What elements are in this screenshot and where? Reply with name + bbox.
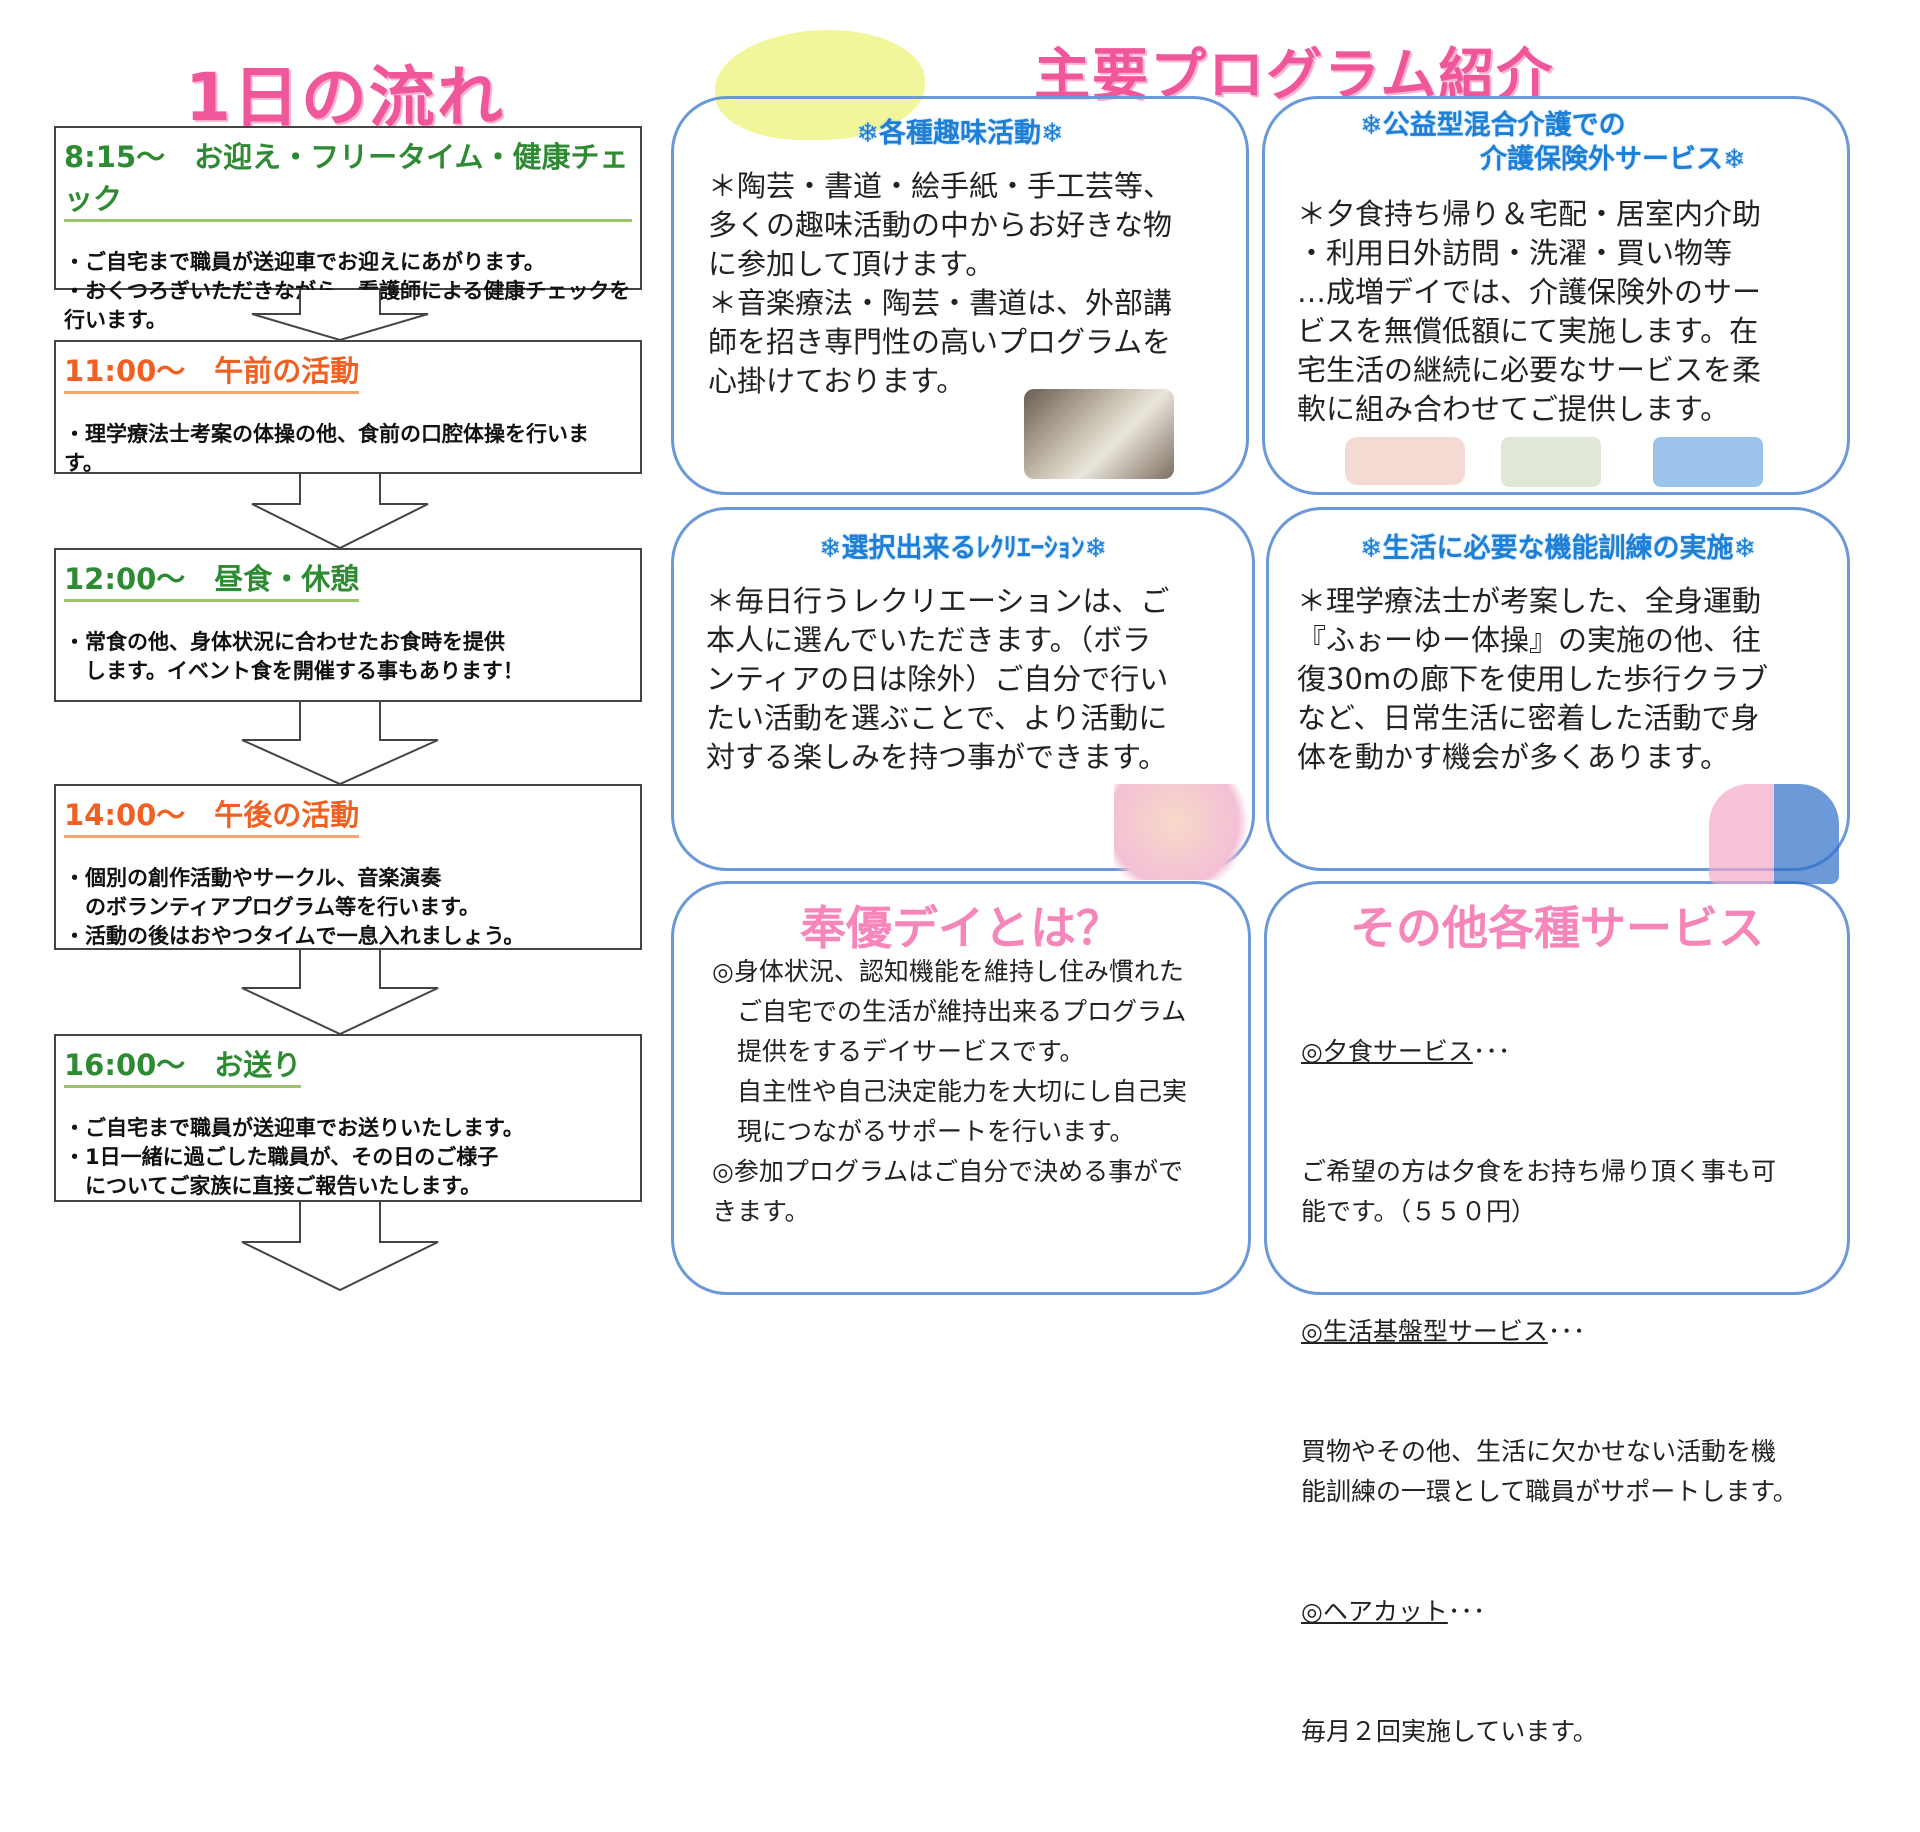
panel-heading: ❄各種趣味活動❄ — [856, 118, 1064, 149]
down-arrow-icon — [241, 702, 439, 786]
flow-step-1600: 16:00～ お送り ・ご自宅まで職員が送迎車でお送りいたします。 ・1日一緒に… — [54, 1034, 642, 1202]
calligraphy-photo — [1024, 389, 1174, 479]
panel-body: ＊夕食持ち帰り＆宅配・居室内介助 ・利用日外訪問・洗濯・買い物等 …成増デイでは… — [1297, 197, 1762, 426]
panel-about-day-service: 奉優デイとは？ ◎身体状況、認知機能を維持し住み慣れた ご自宅での生活が維持出来… — [671, 881, 1251, 1295]
panel-other-services: その他各種サービス ◎夕食サービス･･･ ご希望の方は夕食をお持ち帰り頂く事も可… — [1264, 881, 1850, 1746]
daily-flow-title: 1日の流れ — [185, 59, 505, 136]
seniors-illustration — [1114, 784, 1264, 880]
flow-step-1100: 11:00～ 午前の活動 ・理学療法士考案の体操の他、食前の口腔体操を行いま す… — [54, 340, 642, 475]
panel-title: 奉優デイとは？ — [800, 901, 1122, 955]
service-ellipsis: ･･･ — [1547, 1317, 1586, 1346]
step-body: ・個別の創作活動やサークル、音楽演奏 のボランティアプログラム等を行います。 ・… — [64, 866, 525, 948]
panel-functional-training: ❄生活に必要な機能訓練の実施❄ ＊理学療法士が考案した、全身運動 『ふぉーゆー体… — [1266, 507, 1850, 884]
flow-step-0815: 8:15～ お迎え・フリータイム・健康チェック ・ご自宅まで職員が送迎車でお迎え… — [54, 126, 642, 332]
services-list: ◎夕食サービス･･･ ご希望の方は夕食をお持ち帰り頂く事も可 能です。（５５０円… — [1301, 952, 1798, 1832]
step-heading: 14:00～ 午後の活動 — [64, 792, 360, 838]
service-name: ◎生活基盤型サービス — [1301, 1317, 1548, 1346]
step-heading: 16:00～ お送り — [64, 1042, 302, 1088]
panel-body: ＊理学療法士が考案した、全身運動 『ふぉーゆー体操』の実施の他、往 復30mの廊… — [1297, 584, 1769, 774]
service-desc: ご希望の方は夕食をお持ち帰り頂く事も可 能です。（５５０円） — [1301, 1157, 1777, 1226]
step-body: ・常食の他、身体状況に合わせたお食時を提供 します。イベント食を開催する事もあり… — [64, 630, 524, 683]
panel-body: ◎身体状況、認知機能を維持し住み慣れた ご自宅での生活が維持出来るプログラム 提… — [712, 957, 1188, 1226]
step-body: ・ご自宅まで職員が送迎車でお迎えにあがります。 ・おくつろぎいただきながら、看護… — [64, 250, 630, 332]
step-heading: 12:00～ 昼食・休憩 — [64, 556, 360, 602]
step-body: ・理学療法士考案の体操の他、食前の口腔体操を行いま す。 — [64, 422, 589, 475]
service-desc: 買物やその他、生活に欠かせない活動を機 能訓練の一環として職員がサポートします。 — [1301, 1437, 1798, 1506]
panel-non-insurance-services: ❄公益型混合介護での 介護保険外サービス❄ ＊夕食持ち帰り＆宅配・居室内介助 ・… — [1262, 96, 1850, 495]
flow-step-1400: 14:00～ 午後の活動 ・個別の創作活動やサークル、音楽演奏 のボランティアプ… — [54, 784, 642, 950]
panel-recreation: ❄選択出来るﾚｸﾘｴｰｼｮﾝ❄ ＊毎日行うレクリエーションは、ご 本人に選んでい… — [671, 507, 1264, 880]
step-heading: 8:15～ お迎え・フリータイム・健康チェック — [64, 134, 632, 222]
service-item: ◎夕食サービス･･･ — [1301, 1032, 1798, 1072]
service-name: ◎夕食サービス — [1301, 1037, 1473, 1066]
down-arrow-icon — [241, 950, 439, 1036]
down-arrow-icon — [251, 290, 429, 342]
yellow-blob-decoration — [715, 30, 925, 140]
visit-illustration — [1501, 437, 1601, 487]
service-ellipsis: ･･･ — [1447, 1597, 1486, 1626]
flow-step-1200: 12:00～ 昼食・休憩 ・常食の他、身体状況に合わせたお食時を提供 します。イ… — [54, 548, 642, 702]
down-arrow-icon — [241, 1202, 439, 1292]
panel-heading-line2: 介護保険外サービス❄ — [1480, 144, 1746, 175]
care-illustration — [1653, 437, 1763, 487]
panel-body: ＊陶芸・書道・絵手紙・手工芸等、 多くの趣味活動の中からお好きな物 に参加して頂… — [708, 169, 1173, 398]
service-name: ◎ヘアカット — [1301, 1597, 1448, 1626]
step-body: ・ご自宅まで職員が送迎車でお送りいたします。 ・1日一緒に過ごした職員が、その日… — [64, 1116, 524, 1198]
panel-heading: ❄公益型混合介護での — [1360, 110, 1626, 141]
service-desc: 毎月２回実施しています。 — [1301, 1717, 1598, 1746]
service-ellipsis: ･･･ — [1472, 1037, 1511, 1066]
panel-hobby-activities: ❄各種趣味活動❄ ＊陶芸・書道・絵手紙・手工芸等、 多くの趣味活動の中からお好き… — [671, 96, 1249, 495]
delivery-illustration — [1345, 437, 1465, 485]
panel-title: その他各種サービス — [1350, 901, 1764, 955]
service-item: ◎生活基盤型サービス･･･ — [1301, 1312, 1798, 1352]
service-item: ◎ヘアカット･･･ — [1301, 1592, 1798, 1632]
panel-heading: ❄選択出来るﾚｸﾘｴｰｼｮﾝ❄ — [818, 533, 1108, 564]
panel-heading: ❄生活に必要な機能訓練の実施❄ — [1359, 533, 1757, 564]
down-arrow-icon — [251, 474, 429, 550]
step-heading: 11:00～ 午前の活動 — [64, 348, 360, 394]
exercise-illustration — [1709, 784, 1839, 884]
panel-body: ＊毎日行うレクリエーションは、ご 本人に選んでいただきます。（ボラ ンティアの日… — [706, 584, 1170, 774]
